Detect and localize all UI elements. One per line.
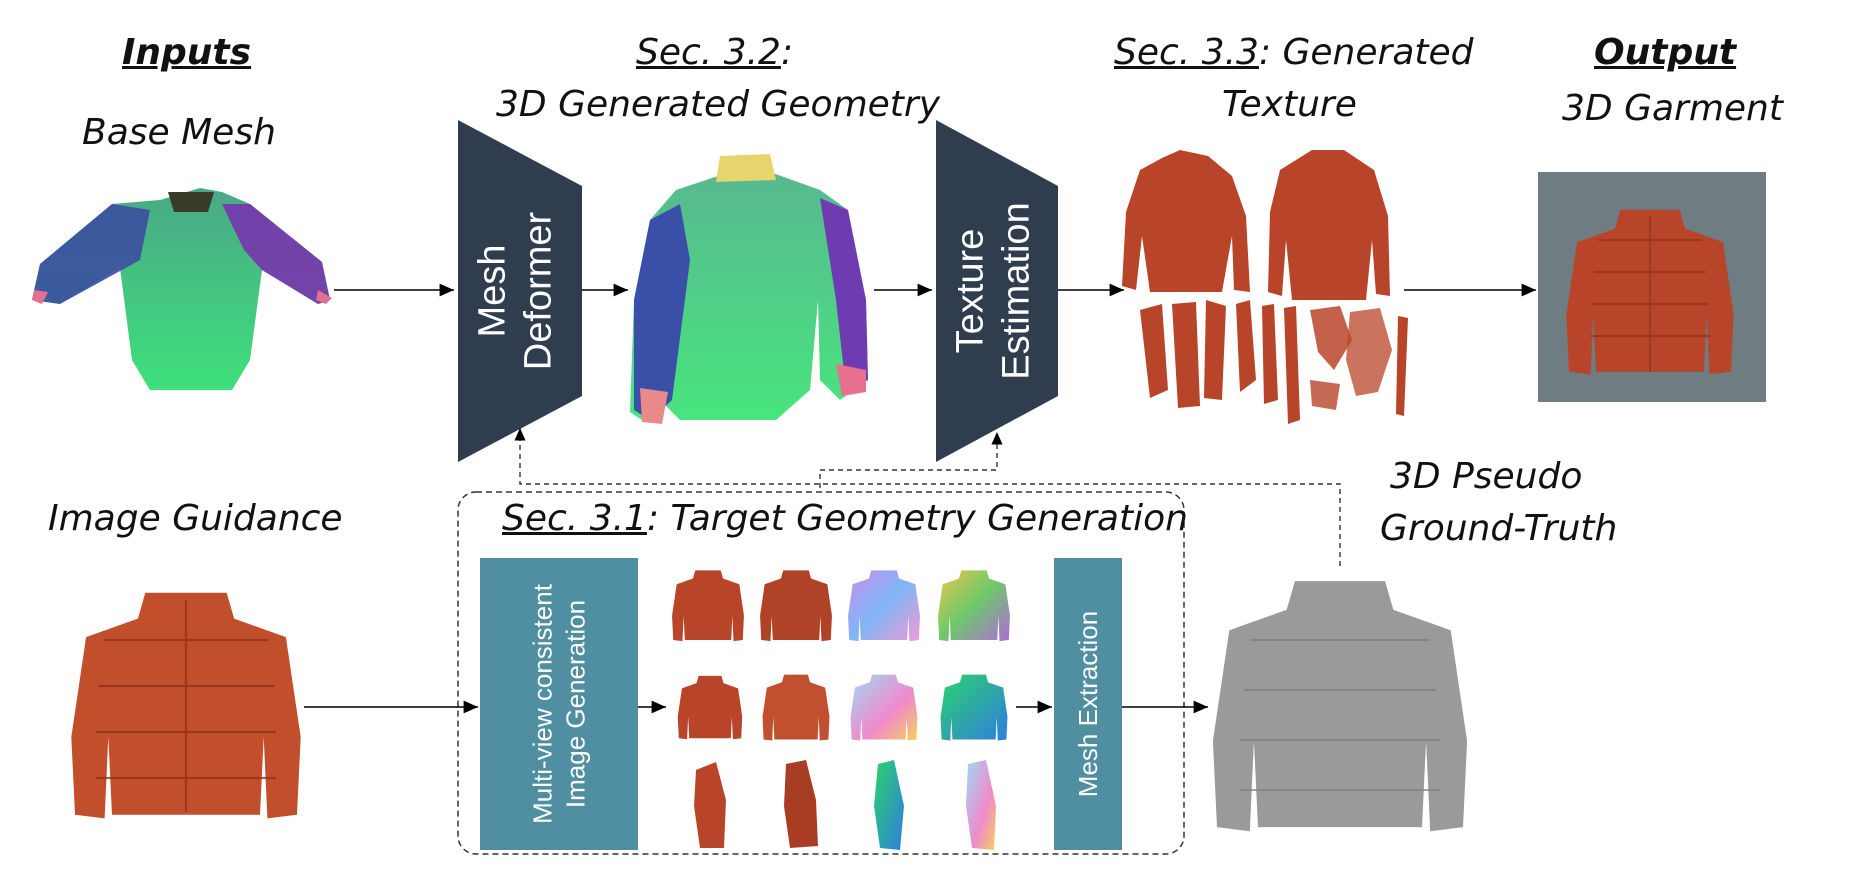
- base-mesh-label: Base Mesh: [82, 112, 276, 153]
- pseudo-gt-line2: Ground-Truth: [1380, 508, 1618, 549]
- texture-estimation-block: [936, 120, 1058, 462]
- pseudo-ground-truth-mesh-icon: [1212, 581, 1468, 832]
- base-mesh-shirt-icon: [32, 188, 332, 390]
- sec31-rest: : Target Geometry Generation: [646, 498, 1188, 539]
- multiview-line2: Image Generation: [560, 599, 590, 809]
- sec31-heading: Sec. 3.1: Target Geometry Generation: [502, 498, 1188, 539]
- sec32-heading: Sec. 3.2:: [636, 32, 794, 73]
- generated-geometry-icon: [630, 154, 868, 424]
- texture-estimation-label: Texture Estimation: [948, 202, 1039, 379]
- multiview-generation-block: [480, 558, 638, 850]
- sec31-ref: Sec. 3.1: [502, 498, 647, 539]
- output-heading: Output: [1594, 32, 1736, 73]
- generated-texture-atlas-icon: [1122, 150, 1408, 424]
- mesh-deformer-label: Mesh Deformer: [470, 212, 561, 370]
- mesh-deformer-line2: Deformer: [517, 211, 559, 371]
- mesh-extraction-block: [1054, 558, 1122, 850]
- image-guidance-label: Image Guidance: [48, 498, 343, 539]
- mesh-deformer-block: [458, 120, 582, 462]
- inputs-heading-text: Inputs: [122, 32, 252, 73]
- mesh-deformer-line1: Mesh: [471, 244, 514, 338]
- sec33-heading: Sec. 3.3: Generated: [1114, 32, 1474, 73]
- multiview-image-grid: [672, 570, 1010, 850]
- target-geometry-generation-frame: [457, 491, 1185, 855]
- output-garment-icon: [1538, 172, 1766, 402]
- output-heading-text: Output: [1594, 32, 1737, 73]
- multiview-label: Multi-view consistent Image Generation: [527, 584, 592, 824]
- texture-estimation-line1: Texture: [949, 228, 992, 354]
- dashed-feedback-lines: [514, 428, 1341, 566]
- sec32-ref: Sec. 3.2: [636, 32, 781, 73]
- inputs-heading: Inputs: [122, 32, 251, 73]
- image-guidance-jacket-icon: [71, 592, 301, 819]
- output-subtitle: 3D Garment: [1562, 88, 1783, 129]
- texture-estimation-line2: Estimation: [995, 202, 1037, 380]
- sec33-rest: Generated: [1282, 32, 1474, 73]
- pseudo-gt-line1: 3D Pseudo: [1390, 456, 1583, 497]
- sec32-subtitle: 3D Generated Geometry: [496, 84, 941, 125]
- sec33-ref: Sec. 3.3: [1114, 32, 1259, 73]
- sec33-line2: Texture: [1222, 84, 1357, 125]
- multiview-line1: Multi-view consistent: [527, 584, 558, 824]
- mesh-extraction-label: Mesh Extraction: [1072, 610, 1103, 798]
